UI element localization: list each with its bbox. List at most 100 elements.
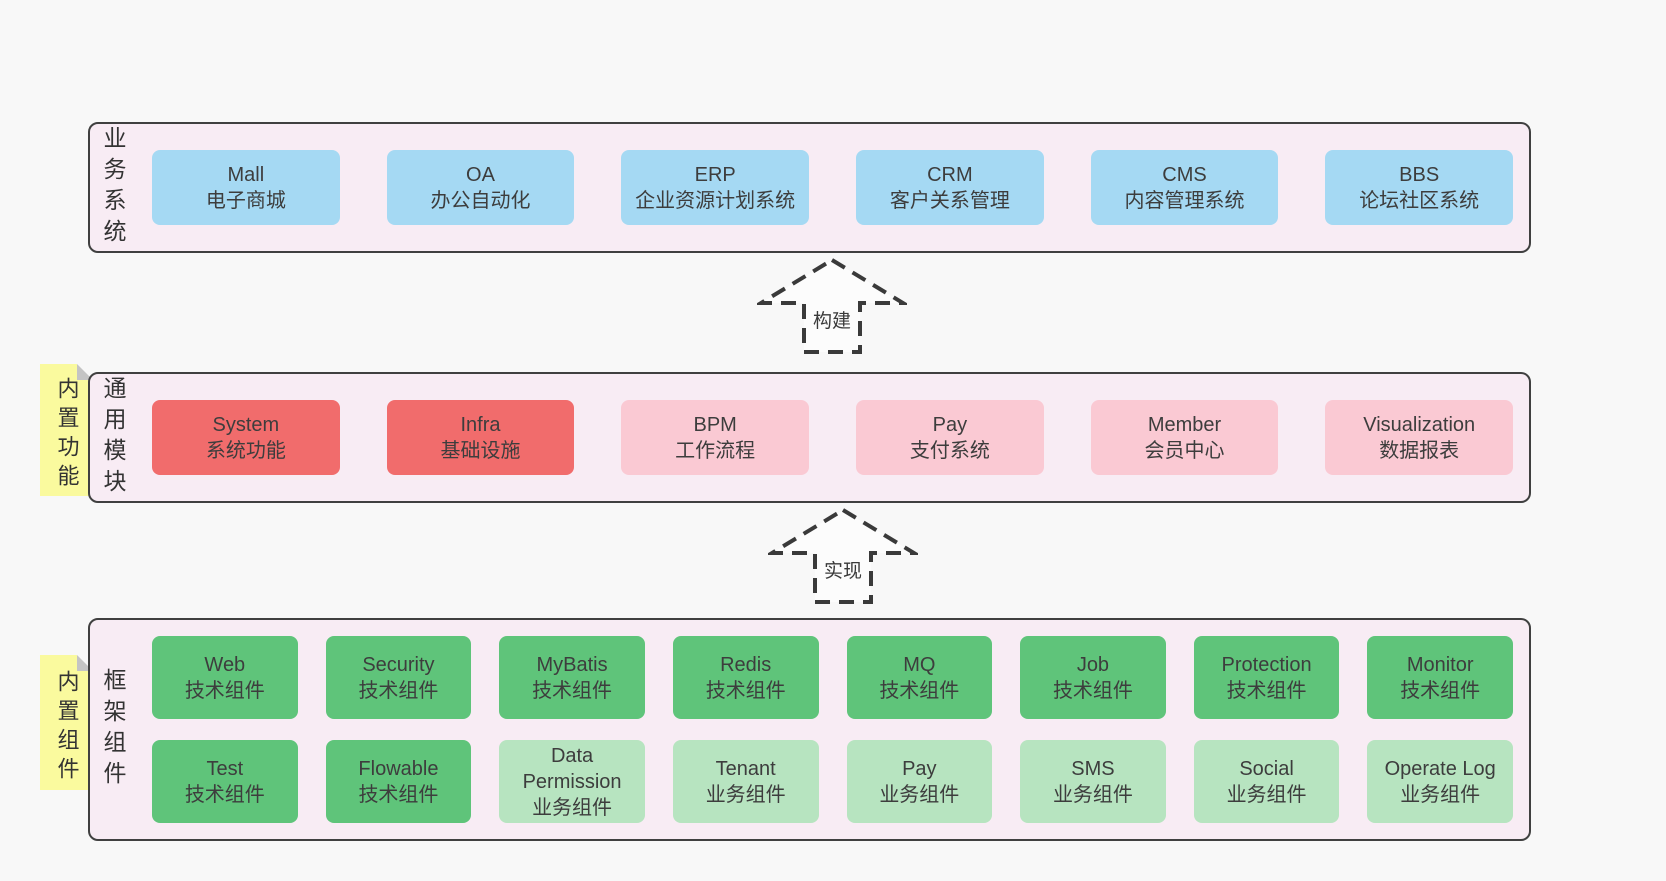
box-subtitle: 工作流程: [675, 439, 756, 462]
box-erp: ERP 企业资源计划系统: [621, 150, 810, 225]
box-title: BBS: [1399, 163, 1440, 186]
box-title: Redis: [720, 653, 772, 676]
box-subtitle: 企业资源计划系统: [635, 189, 796, 212]
box-mall: Mall 电子商城: [152, 150, 340, 225]
section-label-common-modules: 通用模块: [90, 376, 136, 500]
box-subtitle: 技术组件: [1226, 679, 1307, 702]
box-redis: Redis 技术组件: [672, 636, 819, 719]
box-cms: CMS 内容管理系统: [1090, 150, 1279, 225]
box-subtitle: 客户关系管理: [889, 189, 1010, 212]
box-title: System: [212, 413, 280, 436]
section-label-framework-components: 框架组件: [90, 668, 136, 792]
box-system: System 系统功能: [152, 400, 340, 475]
box-subtitle: 技术组件: [358, 783, 439, 806]
box-subtitle: 内容管理系统: [1124, 189, 1245, 212]
box-title: SMS: [1071, 757, 1115, 780]
sticky-text: 内置功能: [54, 377, 80, 493]
box-subtitle: 技术组件: [1052, 679, 1133, 702]
section-framework-components: 框架组件 Web 技术组件 Security 技术组件 MyBatis 技术组件…: [88, 618, 1531, 841]
box-title: Operate Log: [1384, 757, 1496, 780]
sticky-built-in-features: 内置功能: [40, 364, 93, 496]
box-subtitle: 电子商城: [205, 189, 286, 212]
box-title: ERP: [694, 163, 736, 186]
box-title: Social: [1239, 757, 1294, 780]
section-label-business-systems: 业务系统: [90, 126, 136, 250]
box-title: MyBatis: [536, 653, 608, 676]
component-boxes: Web 技术组件 Security 技术组件 MyBatis 技术组件 Redi…: [136, 636, 1529, 823]
box-title: Pay: [932, 413, 968, 436]
box-subtitle: 基础设施: [440, 439, 521, 462]
box-monitor: Monitor 技术组件: [1367, 636, 1513, 719]
box-pay-biz: Pay 业务组件: [846, 740, 993, 823]
box-job: Job 技术组件: [1020, 636, 1166, 719]
box-security: Security 技术组件: [325, 636, 472, 719]
box-member: Member 会员中心: [1090, 400, 1279, 475]
box-crm: CRM 客户关系管理: [856, 150, 1044, 225]
box-title: Pay: [902, 757, 937, 780]
box-sms: SMS 业务组件: [1020, 740, 1166, 823]
box-title: Security: [362, 653, 435, 676]
box-subtitle: 业务组件: [1400, 783, 1481, 806]
box-test: Test 技术组件: [152, 740, 298, 823]
box-title: BPM: [693, 413, 737, 436]
box-mybatis: MyBatis 技术组件: [499, 636, 645, 719]
box-operate-log: Operate Log 业务组件: [1367, 740, 1513, 823]
box-subtitle: 系统功能: [205, 439, 286, 462]
box-subtitle: 业务组件: [879, 783, 960, 806]
component-row-2: Test 技术组件 Flowable 技术组件 Data Permission …: [152, 740, 1513, 823]
module-row: System 系统功能 Infra 基础设施 BPM 工作流程 Pay 支付系统…: [152, 400, 1514, 475]
sticky-text: 内置组件: [54, 669, 80, 786]
box-visualization: Visualization 数据报表: [1325, 400, 1514, 475]
box-title: Protection: [1221, 653, 1312, 676]
box-title: Test: [206, 757, 244, 780]
box-subtitle: 业务组件: [1226, 783, 1307, 806]
box-oa: OA 办公自动化: [386, 150, 575, 225]
box-subtitle: 业务组件: [705, 783, 786, 806]
box-title: Member: [1147, 413, 1222, 436]
box-title: Flowable: [358, 757, 439, 780]
box-title: OA: [466, 163, 495, 186]
arrow-build-label: 构建: [807, 304, 857, 335]
box-subtitle: 技术组件: [358, 679, 439, 702]
arrow-build: 构建: [757, 256, 907, 356]
section-common-modules: 通用模块 System 系统功能 Infra 基础设施 BPM 工作流程 Pay: [88, 372, 1531, 503]
arrow-implement: 实现: [768, 506, 918, 606]
box-subtitle: 业务组件: [532, 796, 613, 819]
box-subtitle: 技术组件: [184, 679, 265, 702]
box-tenant: Tenant 业务组件: [672, 740, 819, 823]
box-subtitle: 技术组件: [184, 783, 265, 806]
box-subtitle: 办公自动化: [430, 189, 531, 212]
section-label-text: 通用模块: [100, 375, 126, 500]
box-pay: Pay 支付系统: [856, 400, 1044, 475]
arrow-implement-label: 实现: [818, 554, 868, 585]
box-title: Tenant: [715, 757, 776, 780]
box-title: Monitor: [1406, 653, 1474, 676]
section-label-text: 业务系统: [100, 125, 126, 250]
box-subtitle: 会员中心: [1144, 439, 1225, 462]
component-row-1: Web 技术组件 Security 技术组件 MyBatis 技术组件 Redi…: [152, 636, 1513, 719]
box-bpm: BPM 工作流程: [621, 400, 810, 475]
sticky-built-in-components: 内置组件: [40, 655, 93, 790]
business-row: Mall 电子商城 OA 办公自动化 ERP 企业资源计划系统 CRM 客户关系…: [152, 150, 1514, 225]
box-title: CMS: [1162, 163, 1207, 186]
section-label-text: 框架组件: [100, 667, 126, 792]
box-subtitle: 业务组件: [1052, 783, 1133, 806]
section-business-systems: 业务系统 Mall 电子商城 OA 办公自动化 ERP 企业资源计划系统 CRM: [88, 122, 1531, 253]
box-title: CRM: [927, 163, 973, 186]
box-subtitle: 支付系统: [909, 439, 990, 462]
box-mq: MQ 技术组件: [846, 636, 993, 719]
box-protection: Protection 技术组件: [1193, 636, 1340, 719]
box-title: Visualization: [1363, 413, 1476, 436]
box-subtitle: 数据报表: [1379, 439, 1460, 462]
box-title: Data Permission: [522, 744, 622, 793]
business-boxes: Mall 电子商城 OA 办公自动化 ERP 企业资源计划系统 CRM 客户关系…: [136, 150, 1529, 225]
box-data-permission: Data Permission 业务组件: [499, 740, 645, 823]
module-boxes: System 系统功能 Infra 基础设施 BPM 工作流程 Pay 支付系统…: [136, 400, 1529, 475]
box-subtitle: 技术组件: [879, 679, 960, 702]
box-flowable: Flowable 技术组件: [325, 740, 472, 823]
box-bbs: BBS 论坛社区系统: [1325, 150, 1514, 225]
box-subtitle: 技术组件: [1400, 679, 1481, 702]
box-title: Mall: [227, 163, 265, 186]
box-title: Infra: [460, 413, 501, 436]
